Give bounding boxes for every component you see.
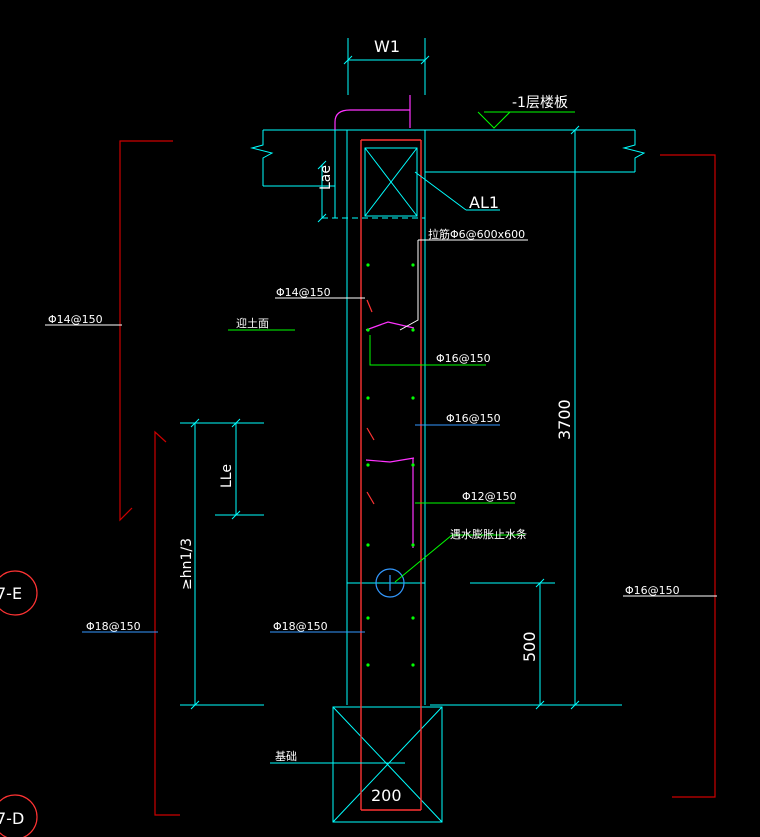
label-lle: LLe <box>219 464 235 488</box>
leaders <box>45 111 717 764</box>
label-rebar-14-inner: Φ14@150 <box>276 286 331 299</box>
label-waterstop: 遇水膨胀止水条 <box>450 527 527 541</box>
label-hn13: ≥hn1/3 <box>179 538 195 590</box>
label-axis-d: 7-D <box>0 809 24 828</box>
label-rebar-16-mid: Φ16@150 <box>446 412 501 425</box>
label-al1: AL1 <box>469 193 499 212</box>
label-rebar-14-left: Φ14@150 <box>48 313 103 326</box>
label-axis-e: 7-E <box>0 584 22 603</box>
label-dim-500: 500 <box>520 631 539 662</box>
rebar-ties <box>366 299 375 505</box>
label-rebar-18-inner: Φ18@150 <box>273 620 328 633</box>
foundation-box <box>332 706 443 823</box>
rebar-extent-brackets <box>119 140 716 816</box>
label-foundation: 基础 <box>275 750 297 763</box>
label-rebar-18-left: Φ18@150 <box>86 620 141 633</box>
axis-markers <box>0 570 38 837</box>
rebar-cage <box>360 139 422 811</box>
label-floor-slab: -1层楼板 <box>512 95 568 111</box>
concealed-beam-al1 <box>322 147 425 219</box>
label-rebar-16-upper: Φ16@150 <box>436 352 491 365</box>
tie-bars <box>334 95 415 548</box>
label-tie-bar: 拉筋Φ6@600x600 <box>428 227 525 241</box>
label-facing-soil: 迎土面 <box>236 317 269 330</box>
label-lae: Lae <box>318 165 334 190</box>
floor-slab <box>250 129 646 187</box>
waterstop-symbol <box>375 568 405 598</box>
label-rebar-16-right: Φ16@150 <box>625 584 680 597</box>
label-dim-200: 200 <box>371 786 402 805</box>
dimensions <box>180 38 622 710</box>
label-rebar-12: Φ12@150 <box>462 490 517 503</box>
label-w1: W1 <box>374 37 400 56</box>
label-dim-3700: 3700 <box>555 399 574 440</box>
rebar-dots <box>366 263 415 667</box>
wall-outline <box>334 130 426 705</box>
